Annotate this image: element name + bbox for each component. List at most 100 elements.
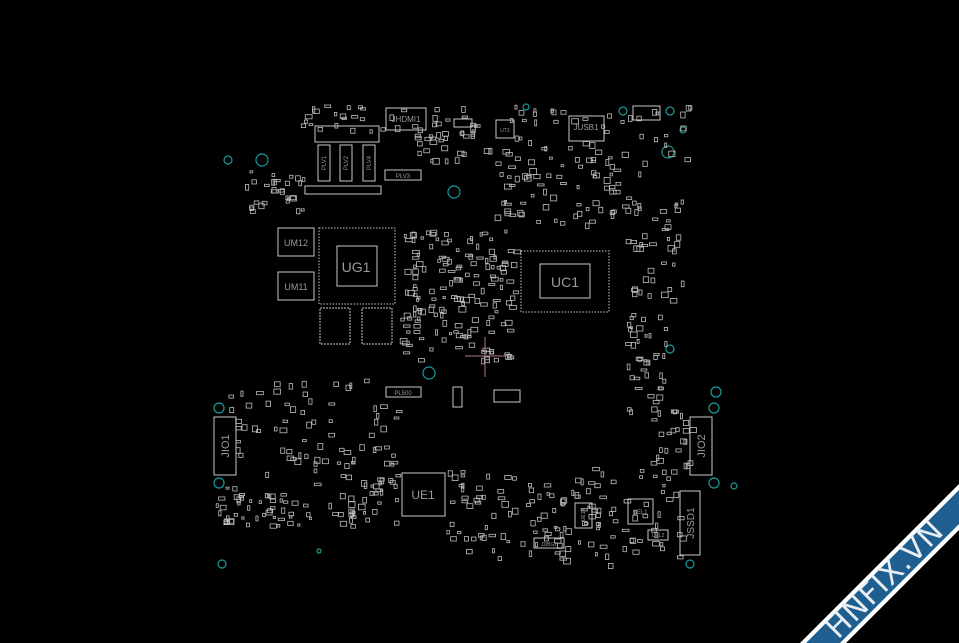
passive-component — [413, 324, 421, 329]
passive-component — [636, 338, 640, 344]
passive-component — [471, 536, 477, 542]
passive-component — [435, 329, 438, 336]
passive-component — [626, 407, 632, 412]
passive-component — [218, 496, 226, 501]
passive-component — [647, 393, 655, 399]
component-plv3[interactable]: PLV3 — [384, 169, 422, 181]
svg-text:PLV4: PLV4 — [367, 155, 373, 170]
passive-component — [290, 195, 296, 201]
passive-component — [507, 249, 515, 254]
passive-component — [442, 262, 449, 267]
passive-component — [537, 493, 542, 500]
passive-component — [468, 293, 476, 298]
passive-component — [488, 349, 494, 355]
passive-component — [219, 504, 227, 511]
passive-component — [533, 108, 537, 113]
passive-component — [662, 378, 667, 384]
passive-component — [655, 522, 659, 529]
component-jssd1[interactable]: JSSD1 — [679, 490, 701, 556]
passive-component — [328, 502, 332, 510]
passive-component — [272, 178, 277, 186]
component-uel1[interactable]: UEL1 — [627, 498, 654, 525]
component-plv1[interactable]: PLV1 — [317, 144, 331, 182]
passive-component — [403, 351, 411, 355]
component-um12[interactable]: UM12 — [277, 227, 315, 257]
passive-component — [505, 300, 513, 306]
component-jio2[interactable]: JIO2 — [689, 416, 713, 476]
passive-component — [360, 480, 368, 487]
passive-component — [434, 107, 440, 113]
passive-component — [580, 478, 584, 486]
passive-component — [339, 520, 348, 527]
passive-component — [528, 482, 532, 488]
passive-component — [372, 508, 378, 515]
passive-component — [473, 281, 480, 286]
passive-component — [507, 355, 515, 360]
passive-component — [520, 201, 527, 205]
passive-component — [288, 511, 294, 517]
passive-component — [668, 150, 676, 158]
passive-component — [575, 477, 582, 484]
passive-component — [429, 288, 435, 295]
passive-component — [218, 510, 222, 517]
passive-components — [215, 104, 697, 570]
passive-component — [609, 163, 615, 170]
passive-component — [563, 526, 567, 532]
component-pl500[interactable]: PL500 — [385, 386, 422, 398]
component-ut3[interactable]: UT3 — [495, 119, 515, 139]
passive-component — [605, 159, 610, 166]
svg-text:PLV2: PLV2 — [344, 155, 350, 170]
passive-component — [658, 431, 665, 437]
passive-component — [639, 133, 644, 140]
svg-text:JHDMI1: JHDMI1 — [392, 115, 421, 124]
passive-component — [237, 500, 241, 506]
component-jdbg2[interactable]: JDBG2 — [533, 537, 565, 549]
component-jhdmi1[interactable]: JHDMI1 — [385, 107, 427, 131]
connector — [452, 386, 463, 408]
passive-component — [604, 130, 610, 134]
passive-component — [552, 507, 557, 514]
passive-component — [540, 512, 548, 519]
passive-component — [642, 160, 648, 167]
component-ug1[interactable]: UG1 — [318, 227, 396, 305]
passive-component — [251, 425, 258, 433]
passive-component — [514, 175, 520, 183]
passive-component — [474, 298, 481, 304]
passive-component — [556, 174, 563, 179]
passive-component — [481, 494, 486, 500]
component-um11[interactable]: UM11 — [277, 271, 315, 301]
passive-component — [522, 118, 527, 123]
passive-component — [476, 485, 483, 491]
passive-component — [560, 498, 566, 506]
component-jio1[interactable]: JIO1 — [213, 416, 237, 476]
passive-component — [488, 282, 496, 286]
passive-component — [241, 424, 248, 431]
passive-component — [656, 458, 664, 464]
passive-component — [644, 333, 648, 338]
passive-component — [339, 493, 346, 500]
component-jusb1[interactable]: JUSB1 — [568, 115, 605, 142]
passive-component — [607, 113, 612, 119]
component-ue1[interactable]: UE1 — [401, 472, 446, 517]
component-uc1[interactable]: UC1 — [520, 250, 610, 313]
component-plv4[interactable]: PLV4 — [362, 144, 376, 182]
passive-component — [560, 182, 567, 185]
passive-component — [365, 517, 370, 523]
passive-component — [495, 161, 502, 166]
component-plv2[interactable]: PLV2 — [339, 144, 353, 182]
passive-component — [304, 453, 309, 460]
passive-component — [509, 213, 517, 217]
passive-component — [659, 447, 663, 453]
svg-text:PLV3: PLV3 — [396, 174, 411, 180]
component-ue14[interactable]: UE14 — [574, 502, 593, 529]
passive-component — [339, 113, 347, 119]
passive-component — [664, 134, 669, 138]
passive-component — [488, 147, 493, 155]
passive-component — [279, 188, 285, 195]
passive-component — [659, 208, 668, 214]
passive-component — [642, 276, 650, 283]
passive-component — [559, 531, 564, 538]
component-uel2[interactable]: UEL2 — [647, 529, 669, 541]
passive-component — [313, 461, 318, 467]
